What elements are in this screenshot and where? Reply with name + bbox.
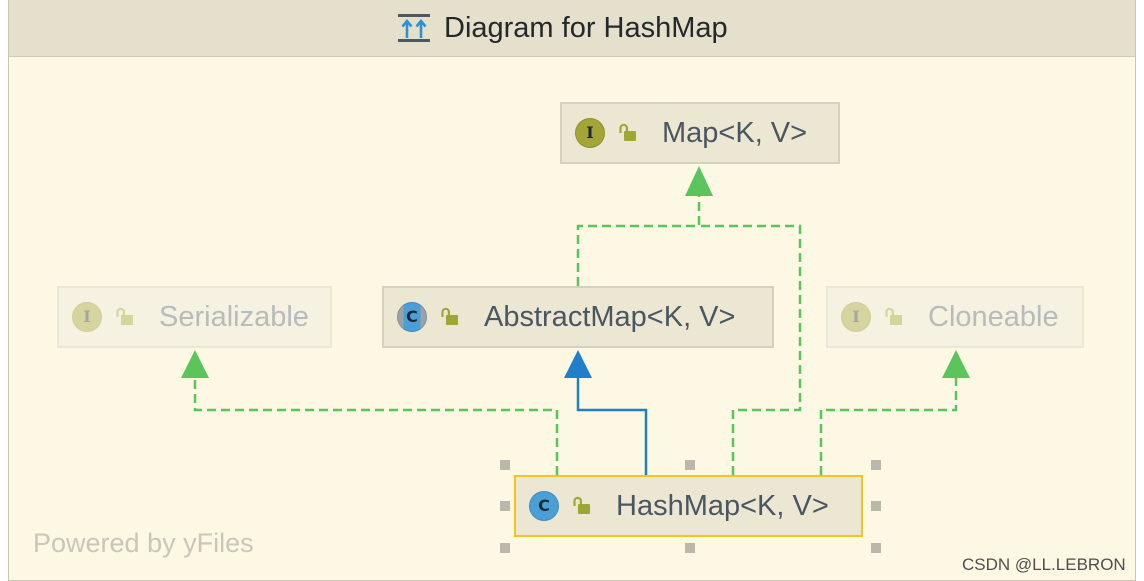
class-node-hashmap[interactable]: C HashMap<K, V> (514, 475, 863, 537)
selection-handle-middle-right[interactable] (871, 501, 881, 511)
class-diagram-icon-arrow-right (415, 18, 427, 38)
class-node-cloneable[interactable]: I Cloneable (826, 286, 1084, 348)
interface-icon: I (575, 118, 605, 148)
open-padlock-icon (116, 307, 133, 325)
interface-icon: I (841, 302, 871, 332)
class-diagram-icon-arrow-left (401, 18, 413, 38)
realization-edge-hashmap-to-map (699, 224, 802, 475)
inheritance-edges (181, 166, 970, 475)
class-node-serializable[interactable]: I Serializable (57, 286, 332, 348)
realization-edge-hashmap-to-cloneable (819, 378, 958, 475)
selection-handle-bottom-left[interactable] (500, 543, 510, 553)
abstract-class-icon-letter: C (406, 307, 418, 326)
padlock-shackle (619, 123, 628, 133)
arrowhead-cloneable (942, 350, 970, 378)
padlock-body (624, 131, 636, 141)
realization-edge-hashmap-to-serializable (193, 378, 559, 475)
window-title: Diagram for HashMap (444, 12, 728, 44)
realization-edge-abstractmap-to-map (576, 196, 701, 286)
class-node-label: Map<K, V> (662, 117, 808, 149)
class-node-map[interactable]: I Map<K, V> (560, 102, 840, 164)
padlock-shackle (116, 307, 125, 317)
padlock-body (890, 315, 902, 325)
padlock-shackle (885, 307, 894, 317)
padlock-body (446, 315, 458, 325)
class-node-label: Cloneable (928, 301, 1059, 333)
class-node-label: AbstractMap<K, V> (484, 301, 736, 333)
title-bar: Diagram for HashMap (8, 0, 1136, 57)
abstract-class-icon: C (397, 302, 427, 332)
watermark: CSDN @LL.LEBRON (962, 555, 1126, 574)
padlock-body (121, 315, 133, 325)
open-padlock-icon (619, 123, 636, 141)
selection-handle-top-center[interactable] (685, 460, 695, 470)
class-node-label: Serializable (159, 301, 309, 333)
arrowhead-serializable (181, 350, 209, 378)
arrowhead-map (685, 166, 713, 196)
open-padlock-icon (885, 307, 902, 325)
selection-handle-bottom-center[interactable] (685, 543, 695, 553)
generalization-edge-hashmap-to-abstractmap (576, 378, 648, 475)
class-diagram-icon (398, 14, 430, 42)
diagram-canvas[interactable]: I Map<K, V> C AbstractMap<K, V> I (8, 57, 1136, 581)
arrowhead-abstractmap (564, 350, 592, 378)
powered-by-label: Powered by yFiles (33, 528, 254, 558)
selection-handle-top-left[interactable] (500, 460, 510, 470)
selection-handle-middle-left[interactable] (500, 501, 510, 511)
padlock-body (578, 504, 590, 514)
interface-icon: I (72, 302, 102, 332)
open-padlock-icon (441, 307, 458, 325)
selection-handle-top-right[interactable] (871, 460, 881, 470)
padlock-shackle (441, 307, 450, 317)
class-diagram-icon-top-bar (398, 14, 430, 17)
class-node-abstractmap[interactable]: C AbstractMap<K, V> (382, 286, 774, 348)
interface-icon-letter: I (586, 123, 594, 142)
class-icon: C (529, 491, 559, 521)
interface-icon-letter: I (83, 307, 91, 326)
class-diagram-icon-bottom-bar (398, 39, 430, 42)
class-node-label: HashMap<K, V> (616, 490, 829, 522)
interface-icon-letter: I (852, 307, 860, 326)
class-icon-letter: C (538, 496, 550, 515)
open-padlock-icon (573, 496, 590, 514)
selection-handle-bottom-right[interactable] (871, 543, 881, 553)
padlock-shackle (573, 496, 582, 506)
